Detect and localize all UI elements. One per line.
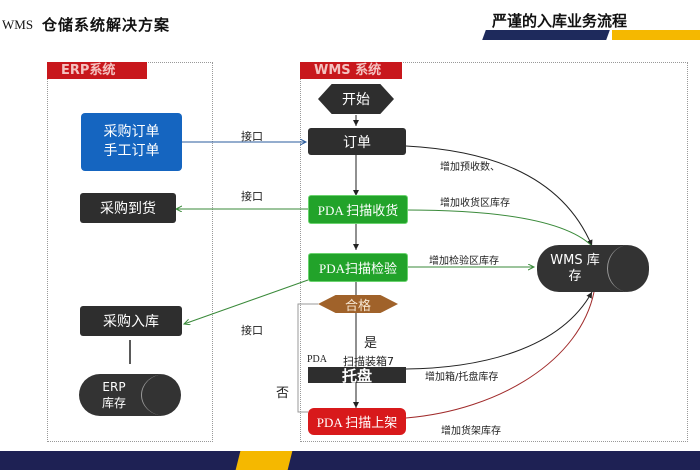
no-label: 否	[276, 386, 290, 401]
purchase-order-label: 采购订单	[103, 124, 160, 140]
qualified-decision-node: 合格	[318, 295, 398, 313]
wms-stock-node: WMS 库 存	[537, 245, 649, 292]
header-tag: WMS	[2, 17, 34, 32]
footer-stripe	[235, 451, 293, 470]
pda-inspect-node: PDA扫描检验	[308, 253, 408, 282]
footer-bar	[0, 451, 700, 470]
inspect-area-label: 增加检验区库存	[429, 256, 499, 267]
shelf-label: 增加货架库存	[441, 426, 501, 437]
cylinder-cap	[607, 245, 649, 292]
erp-stock-label-1: ERP	[102, 380, 126, 394]
erp-stock-label-2: 库存	[101, 396, 126, 410]
yes-label: 是	[364, 336, 378, 351]
interface-label-2: 接口	[241, 190, 263, 203]
box-pallet-label: 增加箱/托盘库存	[425, 372, 499, 383]
purchase-inbound-node: 采购入库	[80, 306, 182, 336]
interface-label-3: 接口	[241, 324, 263, 337]
wms-zone-label: WMS 系统	[300, 62, 402, 79]
receive-area-label: 增加收货区库存	[440, 198, 510, 209]
erp-zone-label: ERP系统	[47, 62, 147, 79]
order-node: 订单	[308, 128, 406, 155]
purchase-order-node: 采购订单 手工订单	[81, 113, 182, 171]
wms-stock-label-2: 存	[568, 268, 582, 284]
interface-label-1: 接口	[241, 130, 263, 143]
manual-order-label: 手工订单	[103, 143, 160, 159]
header-yellow-bar	[612, 30, 700, 40]
pre-receive-label: 增加预收数、	[440, 162, 500, 173]
pda-shelve-node: PDA 扫描上架	[308, 408, 406, 435]
cylinder-cap	[141, 374, 181, 416]
purchase-arrival-node: 采购到货	[80, 193, 176, 223]
erp-stock-node: ERP 库存	[79, 374, 181, 416]
pack-scan-label: 扫描装箱7	[343, 355, 394, 368]
pallet-node: 托盘	[308, 367, 406, 385]
wms-stock-label-1: WMS 库	[550, 252, 600, 268]
page-title: 仓储系统解决方案	[42, 16, 171, 34]
pda-receive-node: PDA 扫描收货	[308, 195, 408, 224]
start-node: 开始	[318, 84, 394, 114]
pda-pack-prefix: PDA	[307, 354, 328, 365]
wms-zone	[300, 62, 688, 442]
section-title: 严谨的入库业务流程	[492, 12, 628, 30]
